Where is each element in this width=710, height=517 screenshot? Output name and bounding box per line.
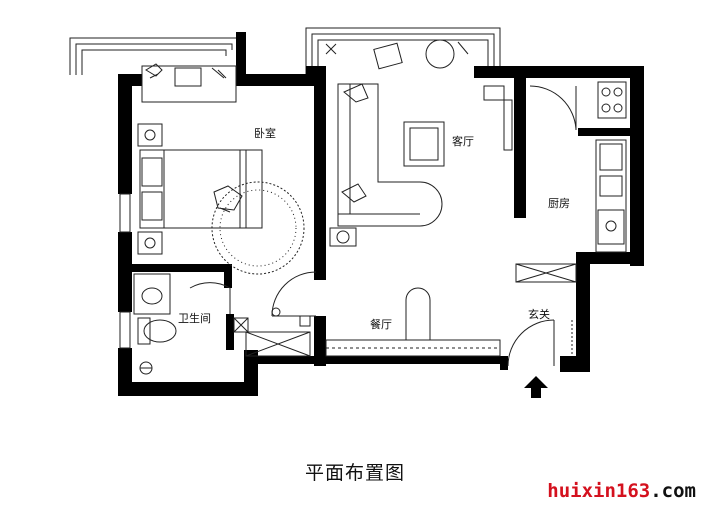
shoe-cabinet: [515, 263, 577, 283]
living-balcony: [305, 27, 501, 80]
bench: [141, 65, 237, 103]
balcony-table: [425, 39, 455, 69]
nightstand: [137, 123, 163, 147]
bed: [139, 149, 263, 229]
sink-counter: [133, 273, 171, 315]
watermark-tail: .com: [650, 480, 696, 502]
label-entrance: 玄关: [528, 307, 550, 321]
plan-title: 平面布置图: [304, 462, 405, 484]
label-dining-room: 餐厅: [370, 317, 392, 331]
bedroom-furniture: [137, 63, 305, 275]
stove: [597, 81, 627, 119]
walls: [118, 32, 644, 396]
dining-table: [405, 287, 431, 340]
label-kitchen: 厨房: [548, 197, 570, 210]
watermark: huixin163.com: [547, 480, 696, 502]
toilet: [143, 319, 177, 343]
label-bedroom: 卧室: [254, 126, 276, 140]
kitchen-fixtures: [529, 81, 627, 253]
nightstand: [137, 231, 163, 255]
kitchen-counter: [595, 139, 627, 253]
watermark-main: huixin163: [547, 480, 651, 502]
fridge: [599, 143, 623, 171]
living-furniture: [325, 39, 513, 247]
round-rug: [211, 181, 305, 275]
sink: [141, 287, 163, 305]
side-table: [329, 227, 357, 247]
coffee-table: [403, 121, 445, 167]
tv-cabinet: [503, 99, 513, 151]
toilet-tank: [137, 317, 151, 345]
bedroom-balcony: [69, 37, 239, 75]
label-bathroom: 卫生间: [178, 311, 211, 325]
bathroom-fixtures: [133, 273, 249, 375]
dining-entrance: [245, 263, 577, 367]
kitchen-sink: [597, 209, 625, 245]
entrance-arrow-icon: [524, 376, 548, 398]
label-living-room: 客厅: [452, 134, 474, 148]
sofa: [337, 83, 443, 227]
